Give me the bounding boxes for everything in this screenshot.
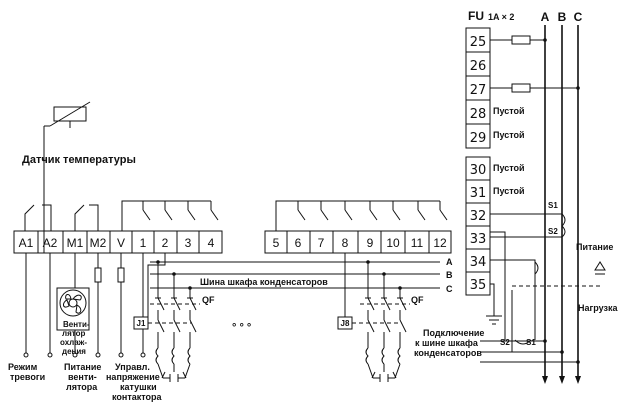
bus-phase-a: A [446, 257, 453, 267]
phase-a-header: A [541, 10, 550, 24]
fan-label-2: лятор [62, 329, 85, 338]
j1-label: J1 [137, 319, 146, 328]
terminal-a1: A1 [19, 236, 34, 250]
caption-coil-3: катушки [120, 382, 157, 392]
terminal-10: 10 [386, 236, 400, 250]
bus-phase-c: C [446, 284, 453, 294]
connection-label-1: Подключение [423, 328, 484, 338]
terminal-12: 12 [433, 236, 447, 250]
s1-label: S1 [548, 201, 558, 210]
terminal-block-right: 5 6 7 8 9 10 11 12 [264, 230, 452, 254]
s2-bottom-label: S2 [500, 338, 510, 347]
power-label: Питание [576, 242, 613, 252]
fu-header: FU [468, 9, 484, 23]
cooling-fan: Венти- лятор охлаж- дения [56, 287, 90, 356]
terminal-9: 9 [367, 236, 374, 250]
terminal-4: 4 [208, 236, 215, 250]
sensor-label: Датчик температуры [22, 154, 136, 166]
load-label: Нагрузка [578, 303, 618, 313]
terminal-8: 8 [342, 236, 349, 250]
terminal-m1: M1 [67, 236, 84, 250]
terminal-1: 1 [140, 236, 147, 250]
phase-c-header: C [574, 10, 583, 24]
terminal-31-label: Пустой [493, 186, 525, 196]
terminal-28-label: Пустой [493, 106, 525, 116]
terminal-block-left: A1 A2 M1 M2 V 1 2 3 4 [13, 230, 223, 254]
terminal-wires [23, 126, 346, 358]
terminal-a2: A2 [43, 236, 58, 250]
connection-label-2: к шине шкафа [415, 338, 479, 348]
terminal-5: 5 [273, 236, 280, 250]
terminal-25: 25 [470, 35, 487, 50]
fan-label-4: дения [62, 347, 86, 356]
terminal-m2: M2 [90, 236, 107, 250]
terminal-6: 6 [295, 236, 302, 250]
caption-fan-power-2: венти- [68, 372, 97, 382]
terminal-31: 31 [470, 186, 487, 201]
terminal-32: 32 [470, 209, 487, 224]
contactor-group-right: QF J8 [337, 295, 424, 382]
contactor-group-left: QF J1 [133, 295, 215, 382]
caption-alarm-2: тревоги [10, 372, 45, 382]
j8-label: J8 [341, 319, 350, 328]
terminal-28: 28 [470, 107, 487, 122]
phase-b-header: B [558, 10, 567, 24]
bottom-captions: Режим тревоги Питание венти- лятора Упра… [8, 362, 163, 402]
terminal-27: 27 [470, 83, 487, 98]
terminal-11: 11 [411, 236, 424, 250]
terminal-34: 34 [470, 255, 487, 270]
caption-coil-4: контактора [112, 392, 163, 402]
terminal-29-label: Пустой [493, 130, 525, 140]
terminal-30: 30 [470, 163, 487, 178]
s1-bottom-label: S1 [526, 338, 536, 347]
right-terminal-panel: FU 1A × 2 A B C 25 26 27 28 29 30 31 32 … [414, 9, 618, 384]
terminal-33: 33 [470, 232, 487, 247]
terminal-3: 3 [185, 236, 192, 250]
terminal-26: 26 [470, 59, 487, 74]
terminal-7: 7 [318, 236, 325, 250]
caption-coil-1: Управл. [115, 362, 150, 372]
terminal-2: 2 [162, 236, 169, 250]
qf-label-right: QF [411, 295, 424, 305]
relay-contacts-right [275, 200, 448, 231]
bus-phase-b: B [446, 270, 453, 280]
fan-label-1: Венти- [63, 320, 90, 329]
caption-alarm-1: Режим [8, 362, 38, 372]
s2-label: S2 [548, 227, 558, 236]
ellipsis: ° ° ° [232, 322, 251, 334]
bus-label: Шина шкафа конденсаторов [200, 277, 328, 287]
terminal-29: 29 [470, 131, 487, 146]
terminal-30-label: Пустой [493, 163, 525, 173]
caption-fan-power-3: лятора [66, 382, 98, 392]
terminal-35: 35 [470, 278, 487, 293]
capacitor-bus: A B C Шина шкафа конденсаторов [150, 257, 453, 298]
fan-label-3: охлаж- [60, 338, 87, 347]
relay-contacts-left [24, 200, 219, 231]
temperature-sensor: Датчик температуры [22, 101, 136, 166]
fu-rating: 1A × 2 [488, 12, 514, 22]
caption-coil-2: напряжение [106, 372, 160, 382]
caption-fan-power-1: Питание [64, 362, 101, 372]
qf-label-left: QF [202, 295, 215, 305]
terminal-v: V [117, 236, 125, 250]
connection-label-3: конденсаторов [414, 348, 482, 358]
